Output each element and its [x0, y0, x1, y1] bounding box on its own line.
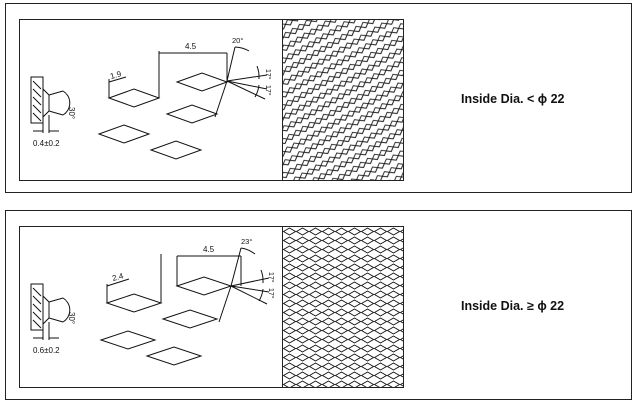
angle-a-label: 17°: [267, 272, 275, 283]
spacing-label: 4.5: [203, 245, 215, 254]
pitch-label: 1.9: [109, 69, 123, 81]
dimension-lines: [106, 247, 270, 323]
knurl-diamonds: [99, 276, 233, 366]
knurl-spec-panel-small: 30° 0.4±0.2 1.9 4.5 20°: [5, 3, 632, 193]
knurl-profile-drawing: 30° 0.4±0.2 1.9 4.5 20°: [30, 36, 272, 160]
inside-diameter-caption: Inside Dia. ≥ ϕ 22: [461, 299, 565, 313]
depth-label: 0.6±0.2: [33, 346, 60, 355]
depth-label: 0.4±0.2: [33, 139, 60, 148]
tooth-angle-label: 30°: [67, 107, 76, 119]
inside-diameter-caption: Inside Dia. < ϕ 22: [461, 92, 565, 106]
knurl-diamonds: [97, 72, 229, 160]
knurl-spec-panel-large: 30° 0.6±0.2 2.4 4.5 23° 17: [5, 210, 632, 400]
knurl-pattern-coarse: [282, 226, 404, 388]
angle-b-label: 17°: [267, 288, 275, 299]
knurl-pattern-fine: [282, 19, 404, 181]
dimension-lines: [108, 46, 268, 118]
tooth-angle-label: 30°: [67, 312, 76, 324]
tool-section: [30, 283, 71, 340]
tool-section: [30, 76, 71, 133]
angle-b-label: 17°: [264, 85, 272, 96]
helix-angle-label: 23°: [241, 237, 252, 246]
knurl-profile-drawing: 30° 0.6±0.2 2.4 4.5 23° 17: [30, 237, 275, 366]
helix-angle-label: 20°: [232, 36, 243, 45]
spacing-label: 4.5: [185, 42, 197, 51]
pitch-label: 2.4: [111, 271, 125, 283]
angle-a-label: 17°: [264, 69, 272, 80]
